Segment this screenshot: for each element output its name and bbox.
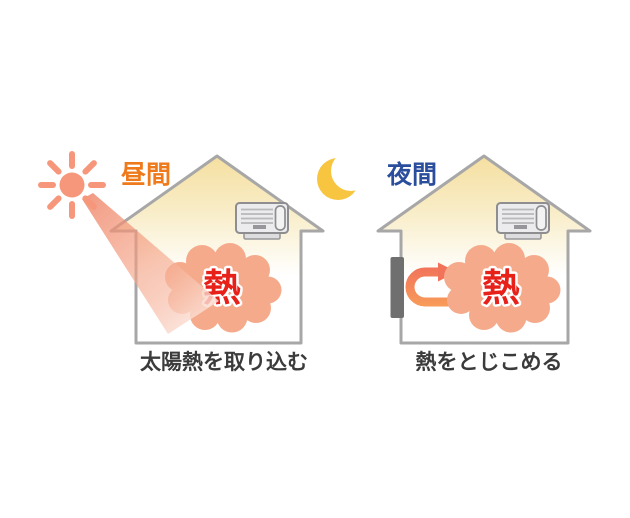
air-conditioner-icon — [235, 202, 289, 240]
night-panel: 熱 夜間 熱をとじこめる — [317, 151, 592, 374]
heat-label: 熱 — [482, 268, 520, 310]
day-panel: 熱 昼間 太陽熱を取り込む — [38, 151, 325, 374]
moon-icon — [317, 151, 371, 200]
day-caption: 太陽熱を取り込む — [140, 351, 308, 374]
air-conditioner-icon — [496, 202, 550, 240]
night-caption: 熱をとじこめる — [416, 351, 563, 374]
day-time-label: 昼間 — [121, 161, 171, 189]
insulation-bar — [390, 257, 404, 318]
night-time-label: 夜間 — [386, 160, 437, 189]
sunbeam — [82, 193, 219, 334]
sun-rays — [38, 151, 106, 219]
sun-icon — [38, 151, 106, 219]
heat-cloud: 熱 — [444, 243, 561, 333]
